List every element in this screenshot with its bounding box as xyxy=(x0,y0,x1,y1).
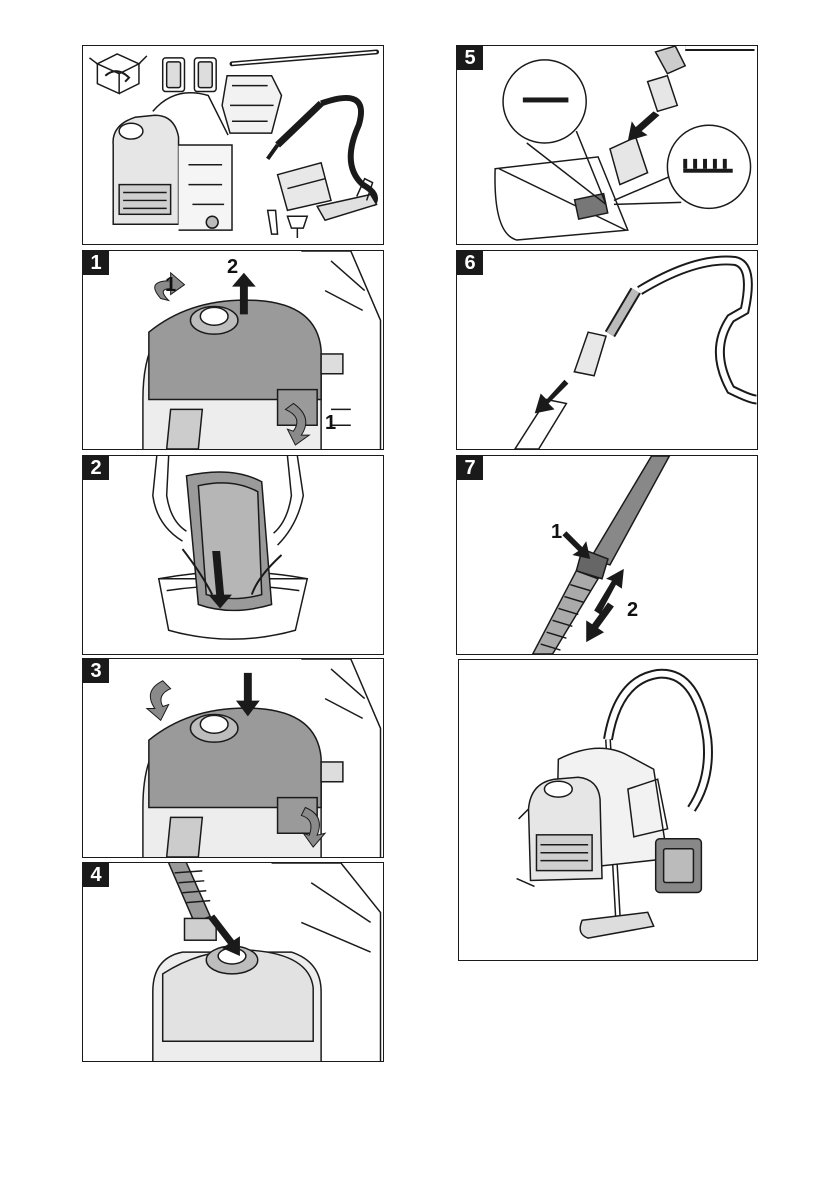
step-6-panel: 6 xyxy=(456,250,758,450)
press-arrow-icon xyxy=(562,531,590,559)
step-6-illustration xyxy=(457,251,757,449)
step-1-panel: 1 1 2 1 xyxy=(82,250,384,450)
step-number: 2 xyxy=(83,456,109,480)
callout-label: 1 xyxy=(165,275,176,295)
callout-label: 1 xyxy=(551,522,562,542)
contents-panel xyxy=(82,45,384,245)
step-2-illustration xyxy=(83,456,383,654)
open-box-icon xyxy=(89,54,146,94)
hard-floor-icon xyxy=(523,97,569,102)
step-3-illustration xyxy=(83,659,383,857)
step-5-panel: 5 xyxy=(456,45,758,245)
step-5-illustration xyxy=(457,46,757,244)
step-number: 6 xyxy=(457,251,483,275)
step-4-illustration xyxy=(83,863,383,1061)
contents-illustration xyxy=(83,46,383,244)
step-2-panel: 2 xyxy=(82,455,384,655)
step-4-panel: 4 xyxy=(82,862,384,1062)
rotate-arrow-icon xyxy=(147,681,171,721)
step-7-illustration xyxy=(457,456,757,654)
callout-label: 2 xyxy=(227,257,238,277)
step-number: 5 xyxy=(457,46,483,70)
assembled-device-panel xyxy=(458,659,758,961)
step-1-illustration xyxy=(83,251,383,449)
step-number: 4 xyxy=(83,863,109,887)
callout-label: 2 xyxy=(627,600,638,620)
insert-arrow-icon xyxy=(628,111,660,141)
step-number: 3 xyxy=(83,659,109,683)
step-3-panel: 3 xyxy=(82,658,384,858)
step-7-panel: 7 1 2 xyxy=(456,455,758,655)
callout-label: 1 xyxy=(325,413,336,433)
filter-bag-icon xyxy=(163,58,216,92)
step-number: 1 xyxy=(83,251,109,275)
step-number: 7 xyxy=(457,456,483,480)
assembled-device-illustration xyxy=(459,660,757,960)
